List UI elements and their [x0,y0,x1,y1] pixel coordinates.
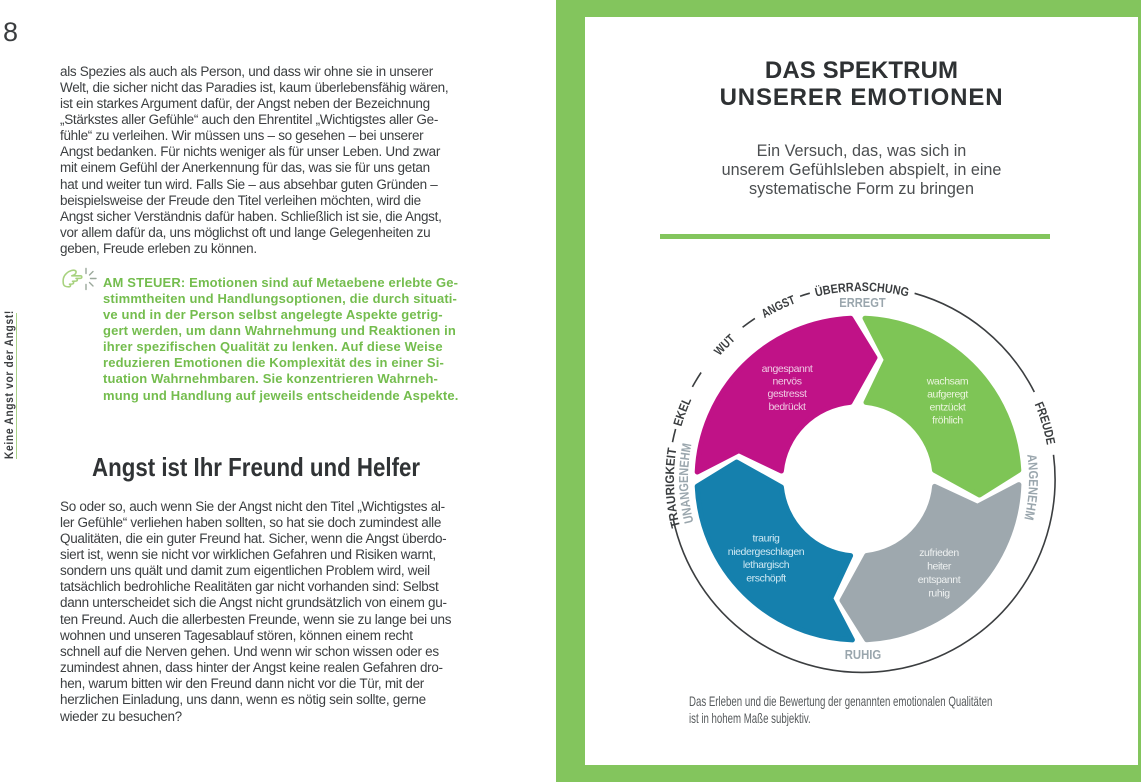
svg-text:UNANGENEHM: UNANGENEHM [676,442,696,525]
svg-text:entzückt: entzückt [930,402,966,414]
svg-text:ÜBERRASCHUNG: ÜBERRASCHUNG [813,280,910,300]
svg-text:WUT: WUT [711,331,737,358]
svg-text:EKEL: EKEL [671,395,695,428]
svg-text:RUHIG: RUHIG [845,647,882,662]
svg-text:traurig: traurig [753,533,781,545]
svg-text:FREUDE: FREUDE [1032,400,1058,446]
svg-text:gestresst: gestresst [768,388,807,400]
svg-text:fröhlich: fröhlich [932,415,963,427]
svg-text:bedrückt: bedrückt [768,401,806,413]
svg-text:niedergeschlagen: niedergeschlagen [728,546,805,558]
svg-text:erschöpft: erschöpft [746,573,786,585]
svg-text:ANGENEHM: ANGENEHM [1021,453,1041,521]
svg-text:ruhig: ruhig [928,587,950,599]
svg-text:wachsam: wachsam [926,376,969,388]
svg-text:ANGST: ANGST [759,293,797,321]
svg-text:angespannt: angespannt [762,363,813,375]
svg-text:lethargisch: lethargisch [743,559,790,571]
svg-text:aufgeregt: aufgeregt [927,389,968,401]
svg-text:entspannt: entspannt [918,574,961,586]
svg-text:zufrieden: zufrieden [919,547,959,559]
svg-text:ERREGT: ERREGT [839,295,886,310]
svg-text:heiter: heiter [927,561,952,573]
svg-text:nervös: nervös [772,376,801,388]
